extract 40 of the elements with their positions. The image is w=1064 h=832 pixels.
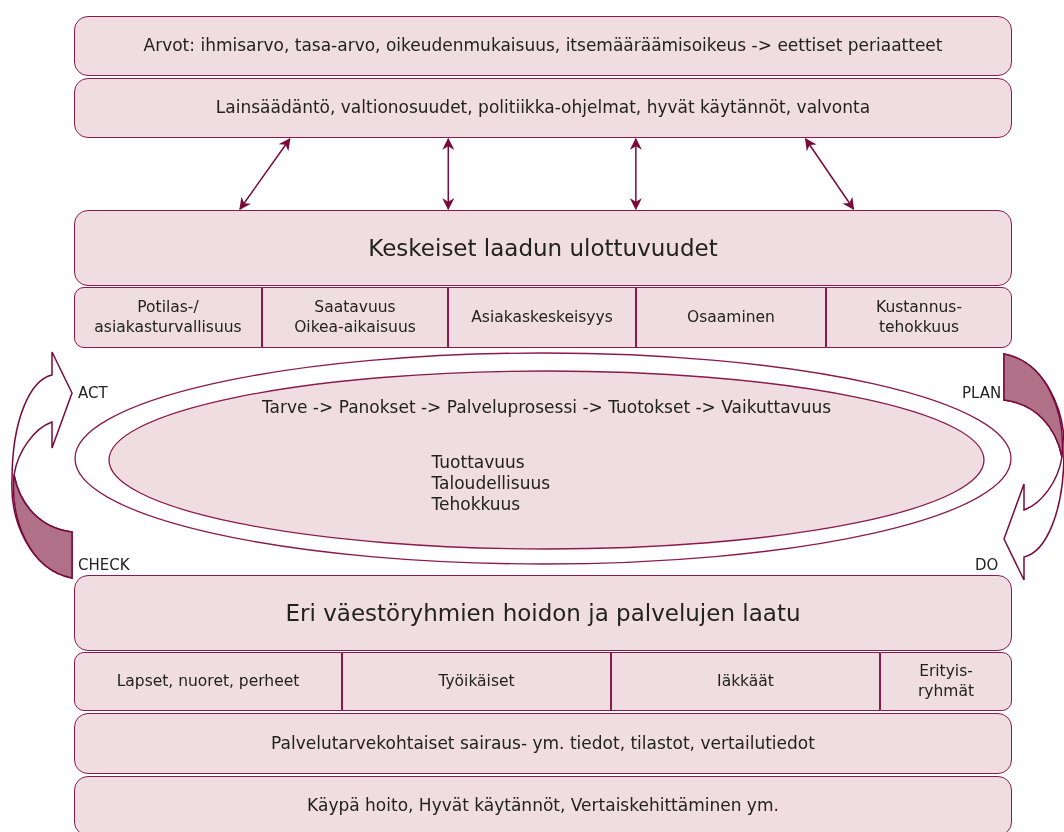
category-cell xyxy=(262,287,448,348)
cell-text: Osaaminen xyxy=(687,307,775,328)
phase-label: PLAN xyxy=(962,384,1002,402)
term-list: Tuottavuus Taloudellisuus Tehokkuus xyxy=(431,451,572,516)
phase-label: ACT xyxy=(78,384,108,402)
cell-text: Potilas-/ asiakasturvallisuus xyxy=(93,298,243,337)
cell-text: Asiakaskeskeisyys xyxy=(471,307,613,328)
double-arrow xyxy=(442,137,455,211)
box-text: Keskeiset laadun ulottuvuudet xyxy=(368,233,718,263)
category-cell xyxy=(611,652,880,711)
box-text: Tarve -> Panokset -> Palveluprosessi -> Tuotokset -> Vaikuttavuus xyxy=(261,396,832,418)
cell-text: Kustannus- tehokkuus xyxy=(875,298,963,337)
category-cell xyxy=(826,287,1012,348)
double-arrow xyxy=(239,138,291,210)
phase-label: CHECK xyxy=(78,556,130,574)
cell-text: Lapset, nuoret, perheet xyxy=(116,671,300,692)
category-cell xyxy=(636,287,826,348)
box-text: Arvot: ihmisarvo, tasa-arvo, oikeudenmukaisuus, itsemääräämisoikeus -> eettiset periaatteet xyxy=(143,35,943,57)
layer-box xyxy=(74,776,1012,832)
category-cell xyxy=(342,652,611,711)
category-cell xyxy=(448,287,636,348)
cell-text: Erityis- ryhmät xyxy=(916,662,975,701)
cell-text: Saatavuus Oikea-aikaisuus xyxy=(293,298,417,337)
double-arrow xyxy=(804,138,855,210)
cell-text: Työikäiset xyxy=(438,671,515,692)
box-text: Lainsäädäntö, valtionosuudet, politiikka-ohjelmat, hyvät käytännöt, valvonta xyxy=(215,97,871,119)
layer-box xyxy=(74,575,1012,651)
phase-label: DO xyxy=(975,556,999,574)
double-arrow xyxy=(629,137,642,211)
layer-box xyxy=(74,78,1012,138)
layer-box xyxy=(74,16,1012,76)
category-cell xyxy=(880,652,1012,711)
layer-box xyxy=(74,210,1012,286)
layer-box xyxy=(74,713,1012,774)
box-text: Eri väestöryhmien hoidon ja palvelujen laatu xyxy=(285,598,801,628)
cell-text: Iäkkäät xyxy=(717,671,774,692)
box-text: Palvelutarvekohtaiset sairaus- ym. tiedot, tilastot, vertailutiedot xyxy=(271,732,815,755)
category-cell xyxy=(74,287,262,348)
category-cell xyxy=(74,652,342,711)
box-text: Käypä hoito, Hyvät käytännöt, Vertaiskehittäminen ym. xyxy=(307,795,779,817)
